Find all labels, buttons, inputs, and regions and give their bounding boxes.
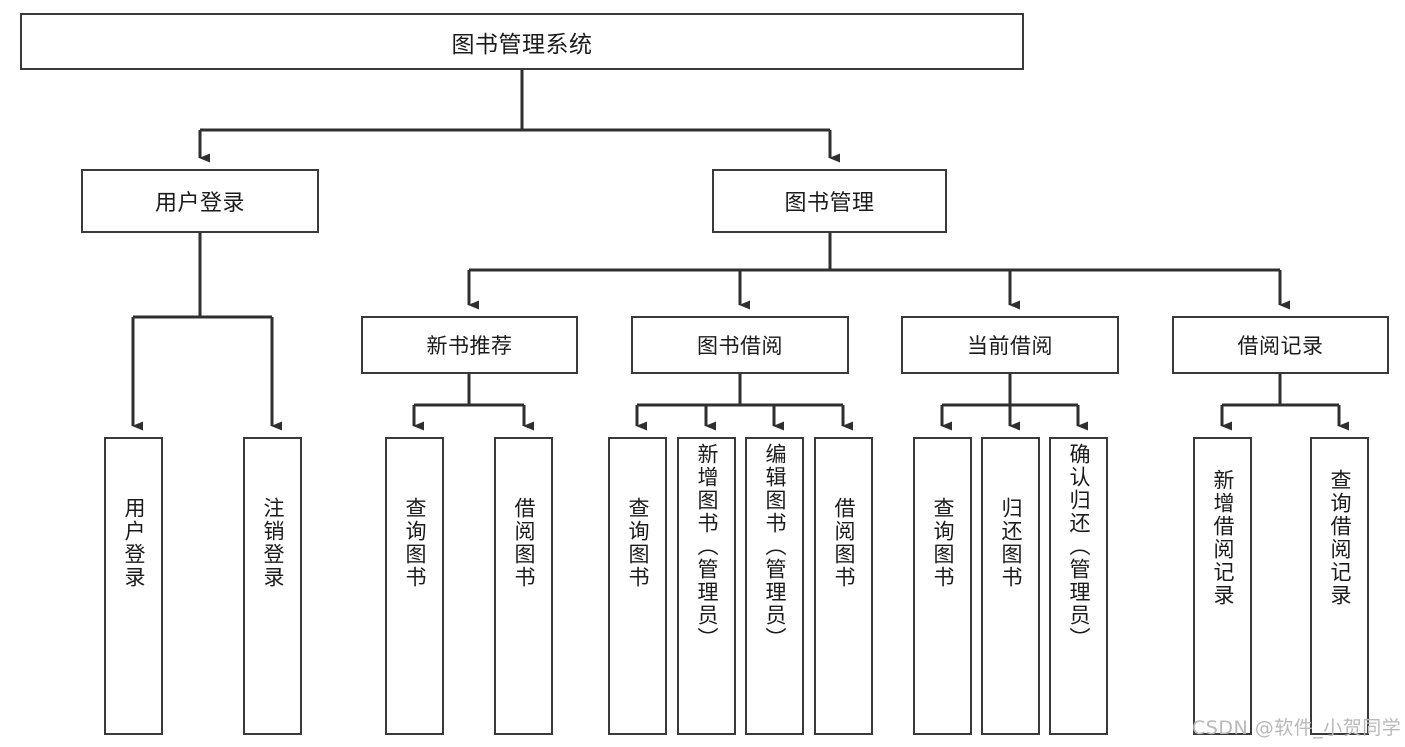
node-leaf-user-login-label: 用户登录	[122, 497, 146, 589]
node-user-login[interactable]: 用户登录	[81, 169, 319, 233]
node-current-borrow[interactable]: 当前借阅	[901, 316, 1119, 374]
node-current-borrow-label: 当前借阅	[967, 334, 1053, 358]
node-leaf-query-book-1[interactable]: 查询图书	[385, 437, 444, 735]
node-leaf-edit-book-admin[interactable]: 编辑图书（管理员）	[745, 437, 804, 735]
node-root-label: 图书管理系统	[451, 31, 593, 58]
node-leaf-add-borrow-record[interactable]: 新增借阅记录	[1193, 437, 1252, 735]
node-leaf-borrow-book-1[interactable]: 借阅图书	[494, 437, 553, 735]
node-leaf-query-book-3-label: 查询图书	[931, 497, 955, 589]
node-new-book-recommend-label: 新书推荐	[426, 334, 513, 358]
node-leaf-confirm-return-admin-label: 确认归还（管理员）	[1067, 443, 1091, 650]
node-borrow-record-label: 借阅记录	[1237, 334, 1324, 358]
node-leaf-query-book-2-label: 查询图书	[626, 497, 650, 589]
node-leaf-add-borrow-record-label: 新增借阅记录	[1211, 469, 1235, 607]
node-leaf-query-borrow-record[interactable]: 查询借阅记录	[1310, 437, 1369, 735]
node-leaf-borrow-book-1-label: 借阅图书	[512, 497, 536, 589]
node-leaf-logout[interactable]: 注销登录	[243, 437, 302, 735]
node-leaf-query-book-2[interactable]: 查询图书	[608, 437, 667, 735]
node-book-management-label: 图书管理	[784, 191, 875, 216]
node-leaf-return-book[interactable]: 归还图书	[981, 437, 1040, 735]
node-leaf-add-book-admin-label: 新增图书（管理员）	[695, 443, 719, 650]
node-leaf-add-book-admin[interactable]: 新增图书（管理员）	[677, 437, 736, 735]
node-leaf-borrow-book-2[interactable]: 借阅图书	[814, 437, 873, 735]
node-leaf-logout-label: 注销登录	[261, 497, 285, 589]
node-book-management[interactable]: 图书管理	[712, 169, 947, 233]
node-leaf-query-book-1-label: 查询图书	[403, 497, 427, 589]
node-leaf-confirm-return-admin[interactable]: 确认归还（管理员）	[1049, 437, 1108, 735]
node-leaf-query-book-3[interactable]: 查询图书	[913, 437, 972, 735]
node-leaf-return-book-label: 归还图书	[999, 497, 1023, 589]
node-new-book-recommend[interactable]: 新书推荐	[361, 316, 578, 374]
node-borrow-record[interactable]: 借阅记录	[1172, 316, 1389, 374]
node-leaf-user-login[interactable]: 用户登录	[104, 437, 163, 735]
node-user-login-label: 用户登录	[154, 191, 245, 216]
node-book-borrow[interactable]: 图书借阅	[631, 316, 849, 374]
node-leaf-borrow-book-2-label: 借阅图书	[832, 497, 856, 589]
node-leaf-edit-book-admin-label: 编辑图书（管理员）	[763, 443, 787, 650]
csdn-watermark: CSDN @软件_小贺同学	[1192, 717, 1402, 739]
node-root[interactable]: 图书管理系统	[20, 13, 1024, 70]
node-book-borrow-label: 图书借阅	[697, 334, 783, 358]
node-leaf-query-borrow-record-label: 查询借阅记录	[1328, 469, 1352, 607]
